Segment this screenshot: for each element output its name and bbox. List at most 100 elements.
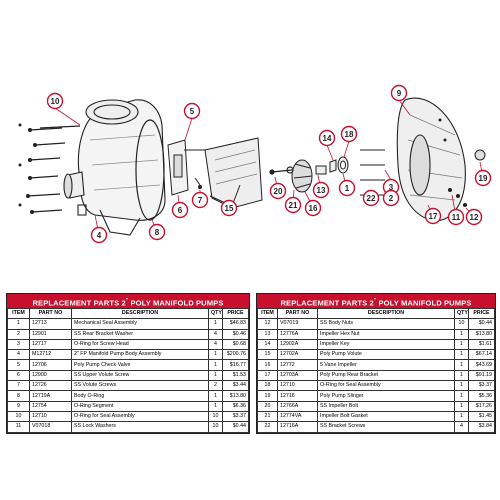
callout-22: 22 (362, 189, 380, 207)
cell-desc: O-Ring for Screw Head (71, 338, 209, 351)
cell-desc: SS Upper Volute Screw (71, 369, 209, 382)
svg-text:8: 8 (155, 228, 160, 237)
callout-11: 11 (447, 208, 465, 226)
svg-text:21: 21 (289, 201, 298, 210)
title-main: REPLACEMENT PARTS 2 (280, 298, 374, 308)
callout-20: 20 (269, 182, 287, 200)
cell-desc: SS Impeller Bolt (317, 400, 455, 412)
parts-table-right-title: REPLACEMENT PARTS 2" POLY MANIFOLD PUMPS (257, 294, 495, 308)
body-bolts-drawing (27, 125, 81, 213)
cell-qty: 1 (208, 349, 223, 361)
cell-qty: 1 (454, 359, 469, 371)
callout-5: 5 (183, 102, 201, 120)
title-sup: " (125, 298, 129, 304)
svg-text:1: 1 (345, 184, 350, 193)
cell-desc: 5 Vane Impeller (317, 359, 455, 371)
cell-qty: 1 (208, 318, 223, 330)
cell-item: 9 (7, 400, 30, 412)
check-valve-drawing (167, 139, 189, 196)
svg-text:16: 16 (309, 204, 318, 213)
cell-desc: Impeller Key (317, 338, 455, 351)
callout-14: 14 (318, 129, 336, 147)
cell-item: 15 (257, 349, 278, 361)
cell-qty: 1 (454, 369, 469, 382)
cell-item: 2 (7, 328, 30, 340)
svg-text:18: 18 (345, 130, 354, 139)
cell-item: 1 (7, 318, 30, 330)
col-part-no: PART NO (29, 307, 72, 320)
cell-item: 16 (257, 359, 278, 371)
cell-price: $0.46 (222, 328, 249, 340)
cell-desc: Impeller Bolt Gasket (317, 410, 455, 423)
impeller-drawing (291, 159, 313, 193)
cell-part: V07019 (277, 318, 318, 330)
svg-text:5: 5 (190, 107, 195, 116)
cell-desc: Mechanical Seal Assembly (71, 318, 209, 330)
cell-price: $16.77 (222, 359, 249, 371)
svg-text:11: 11 (452, 213, 461, 222)
callout-18: 18 (340, 125, 358, 143)
cell-item: 8 (7, 390, 30, 402)
cell-item: 6 (7, 369, 30, 382)
cell-desc: SS Lock Washers (71, 421, 209, 433)
parts-table-right: REPLACEMENT PARTS 2" POLY MANIFOLD PUMPS… (256, 293, 496, 434)
cell-qty: 1 (454, 380, 469, 392)
svg-text:3: 3 (389, 183, 394, 192)
cell-price: $67.14 (468, 349, 495, 361)
svg-text:9: 9 (397, 89, 402, 98)
svg-text:15: 15 (225, 204, 234, 213)
cell-qty: 10 (208, 421, 223, 433)
volute-drawing (204, 137, 263, 209)
cell-qty: 1 (454, 390, 469, 402)
callout-12: 12 (465, 208, 483, 226)
cell-desc: Poly Pump Volute (317, 349, 455, 361)
callout-16: 16 (304, 199, 322, 217)
svg-text:17: 17 (429, 212, 438, 221)
cell-part: 12717 (29, 338, 72, 351)
svg-text:2: 2 (389, 194, 394, 203)
cell-qty: 4 (208, 338, 223, 351)
cell-part: 12716 (277, 390, 318, 402)
callout-7: 7 (191, 191, 209, 209)
callout-10: 10 (46, 92, 64, 110)
cell-desc: 2" FP Manifold Pump Body Assembly (71, 349, 209, 361)
callout-21: 21 (284, 196, 302, 214)
title-tail: POLY MANIFOLD PUMPS (128, 298, 224, 308)
cell-desc: O-Ring for Seal Assembly (71, 410, 209, 423)
cell-price: $1.61 (468, 338, 495, 351)
svg-text:20: 20 (274, 187, 283, 196)
svg-text:6: 6 (178, 206, 183, 215)
title-sup: " (373, 298, 377, 304)
cell-item: 18 (257, 380, 278, 392)
col-item: ITEM (7, 307, 30, 320)
callout-1: 1 (338, 179, 356, 197)
body-o-ring-drawing (135, 119, 165, 221)
cell-qty: 10 (454, 318, 469, 330)
exploded-view-diagram: 10 5 14 18 9 3 20 21 16 13 1 22 2 19 6 7… (18, 84, 492, 244)
callout-8: 8 (148, 223, 166, 241)
cell-part: 12726 (29, 380, 72, 392)
cell-part: 12710 (277, 380, 318, 392)
seal-parts-drawing (315, 156, 349, 175)
callout-15: 15 (220, 199, 238, 217)
cell-item: 10 (7, 410, 30, 423)
cell-price: $91.19 (468, 369, 495, 382)
cell-item: 19 (257, 390, 278, 402)
cell-desc: SS Body Nuts (317, 318, 455, 330)
cell-item: 4 (7, 349, 30, 361)
cell-part: 12901 (29, 328, 72, 340)
parts-table-left-title: REPLACEMENT PARTS 2" POLY MANIFOLD PUMPS (7, 294, 249, 308)
svg-text:13: 13 (317, 186, 326, 195)
cell-qty: 1 (454, 410, 469, 423)
